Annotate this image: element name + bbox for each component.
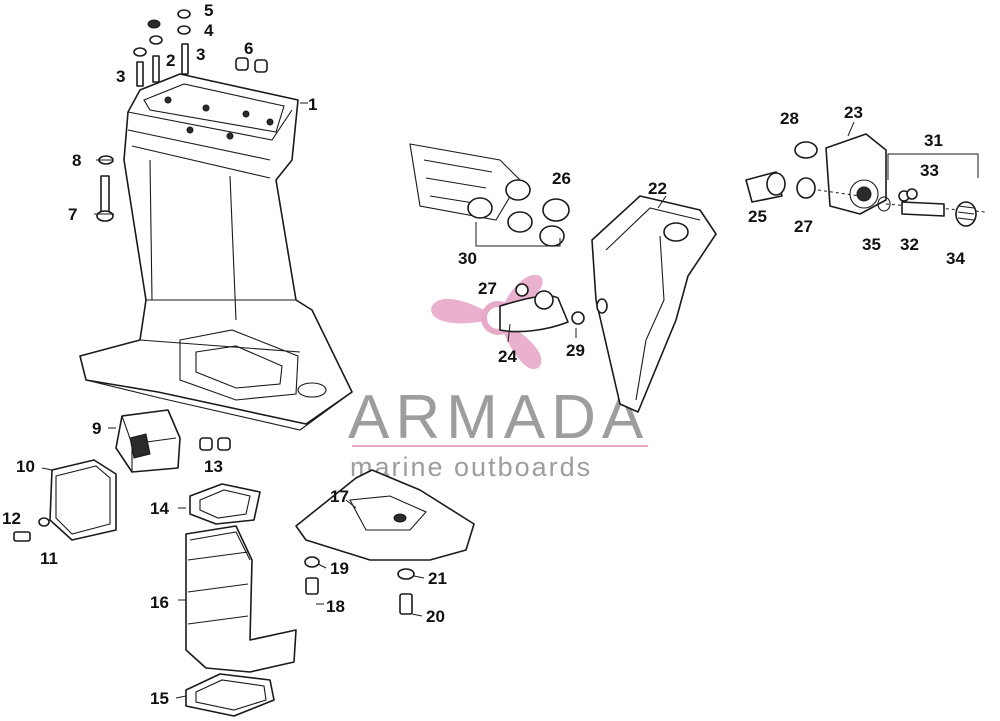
callout-20: 20 bbox=[426, 607, 445, 626]
water-pickup-assembly bbox=[745, 133, 987, 227]
callout-25: 25 bbox=[748, 207, 767, 226]
callout-8: 8 bbox=[72, 151, 81, 170]
callout-11: 11 bbox=[40, 549, 58, 568]
callout-26: 26 bbox=[552, 169, 571, 188]
anti-ventilation-plate bbox=[295, 469, 475, 615]
callout-27a: 27 bbox=[478, 279, 497, 298]
top-hardware bbox=[96, 9, 268, 222]
callout-2: 2 bbox=[166, 51, 175, 70]
callout-30: 30 bbox=[458, 249, 477, 268]
callout-4: 4 bbox=[204, 21, 214, 40]
hose-clamps bbox=[467, 179, 585, 333]
callout-1: 1 bbox=[308, 95, 317, 114]
callout-27b: 27 bbox=[794, 217, 813, 236]
callout-9: 9 bbox=[92, 419, 101, 438]
callout-31: 31 bbox=[924, 131, 943, 150]
small-bushings bbox=[199, 437, 231, 451]
callout-34: 34 bbox=[946, 249, 965, 268]
callout-6: 6 bbox=[244, 39, 253, 58]
callout-22: 22 bbox=[648, 179, 667, 198]
callout-19: 19 bbox=[330, 559, 349, 578]
callout-10: 10 bbox=[16, 457, 35, 476]
callout-12: 12 bbox=[2, 509, 21, 528]
callout-7: 7 bbox=[68, 205, 77, 224]
callout-24: 24 bbox=[498, 347, 517, 366]
callout-28: 28 bbox=[780, 109, 799, 128]
driveshaft-housing bbox=[79, 73, 353, 431]
callout-16: 16 bbox=[150, 593, 169, 612]
water-tube-seals bbox=[185, 483, 297, 717]
callout-29: 29 bbox=[566, 341, 585, 360]
callout-5: 5 bbox=[204, 1, 213, 20]
callout-21: 21 bbox=[428, 569, 447, 588]
callout-3a: 3 bbox=[116, 67, 125, 86]
callout-23: 23 bbox=[844, 103, 863, 122]
callout-14: 14 bbox=[150, 499, 169, 518]
callout-33: 33 bbox=[920, 161, 939, 180]
exhaust-housing bbox=[409, 143, 717, 413]
callout-labels: 1 2 3 3 4 5 6 7 8 9 10 11 12 13 14 15 16… bbox=[2, 1, 965, 708]
callout-13: 13 bbox=[204, 457, 223, 476]
cover-plate bbox=[13, 459, 117, 542]
callout-35: 35 bbox=[862, 235, 881, 254]
callout-32: 32 bbox=[900, 235, 919, 254]
callout-15: 15 bbox=[150, 689, 169, 708]
leader-lines bbox=[41, 102, 855, 699]
watermark-brand: ARMADA bbox=[348, 383, 649, 452]
mount-block bbox=[115, 409, 181, 473]
callout-3b: 3 bbox=[196, 45, 205, 64]
callout-17: 17 bbox=[330, 487, 349, 506]
callout-18: 18 bbox=[326, 597, 345, 616]
